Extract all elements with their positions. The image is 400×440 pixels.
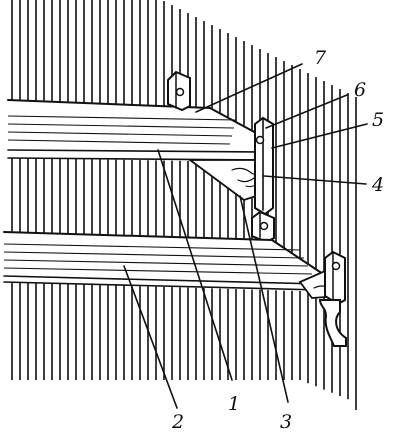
leader-4 bbox=[263, 175, 367, 185]
shelf-grain-line bbox=[3, 243, 301, 251]
leader-3 bbox=[239, 195, 289, 403]
shelf-grain-line bbox=[3, 267, 313, 275]
leader-1 bbox=[157, 149, 233, 381]
lower-bracket bbox=[298, 250, 347, 347]
upper-hanger-plate bbox=[254, 116, 274, 216]
shelf-grain-line bbox=[7, 139, 231, 145]
callout-4: 4 bbox=[371, 174, 384, 196]
leader-5 bbox=[271, 123, 368, 149]
callout-1: 1 bbox=[228, 393, 240, 415]
shelf-grain-line bbox=[7, 123, 235, 129]
leader-lines bbox=[123, 63, 368, 409]
shelf-grain-line bbox=[3, 259, 309, 267]
top-wall-clip bbox=[167, 70, 191, 112]
callout-5: 5 bbox=[372, 109, 384, 131]
shelf-grain-line bbox=[7, 131, 233, 137]
callout-3: 3 bbox=[280, 411, 292, 433]
upper-shelf-grain bbox=[7, 115, 237, 145]
upper-shelf bbox=[7, 99, 259, 163]
callout-6: 6 bbox=[354, 79, 366, 101]
leader-7 bbox=[195, 63, 303, 113]
lower-shelf bbox=[3, 231, 333, 292]
callout-2: 2 bbox=[171, 411, 184, 433]
leader-6 bbox=[265, 94, 348, 129]
middle-wall-clip bbox=[251, 210, 275, 244]
callout-7: 7 bbox=[314, 47, 327, 69]
wall-hatching bbox=[11, 0, 357, 410]
shelf-grain-line bbox=[7, 115, 237, 121]
callout-labels: 7 6 5 4 1 2 3 bbox=[171, 47, 384, 433]
leader-2 bbox=[123, 265, 178, 409]
